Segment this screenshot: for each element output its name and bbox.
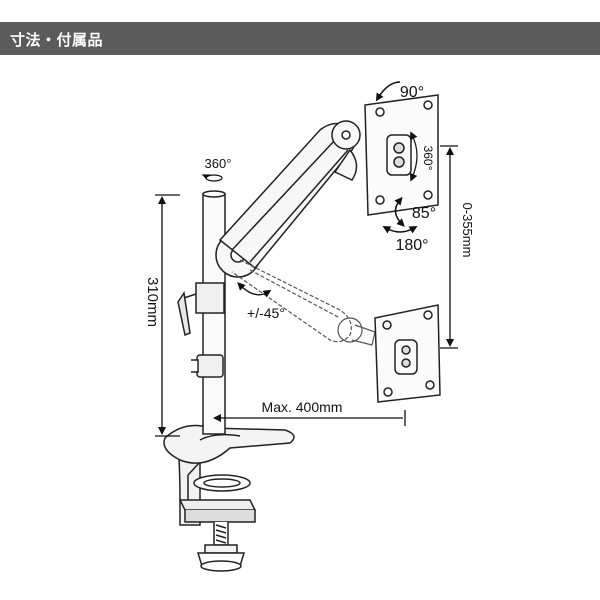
tilt-up-label: 90° — [400, 84, 424, 101]
section-header: 寸法・付属品 — [0, 22, 600, 55]
pole-height-label: 310mm — [144, 277, 161, 327]
mount-pole — [177, 190, 226, 435]
pole-rotation-label: 360° — [205, 156, 232, 171]
arm-reach-dimension — [213, 410, 406, 426]
gas-spring-arm — [215, 120, 361, 278]
tilt-range-label: 85° — [412, 205, 436, 222]
vesa-plate-upper — [364, 94, 439, 216]
swivel-arrow-icon — [382, 226, 418, 234]
arm-angle-label: +/-45° — [247, 305, 285, 321]
arm-reach-label: Max. 400mm — [262, 399, 343, 415]
pole-rotation-arrow-icon — [201, 174, 223, 182]
section-title: 寸法・付属品 — [10, 32, 104, 49]
base-plate — [163, 424, 295, 464]
arm-angle-arrow-icon — [237, 282, 272, 298]
swivel-label: 180° — [395, 237, 428, 254]
height-range-dimension — [440, 145, 458, 349]
clamp-screw — [215, 524, 227, 544]
gas-spring-arm-lowered — [231, 259, 376, 346]
mount-rotation-arrow-icon — [409, 131, 418, 182]
mount-rotation-label: 360° — [421, 146, 435, 171]
tilt-up-arrow-icon — [375, 81, 401, 102]
pole-height-dimension — [155, 194, 180, 437]
vesa-plate-lower — [374, 304, 441, 403]
tilt-range-arrow-icon — [394, 196, 405, 227]
height-range-label: 0-355mm — [460, 203, 475, 258]
